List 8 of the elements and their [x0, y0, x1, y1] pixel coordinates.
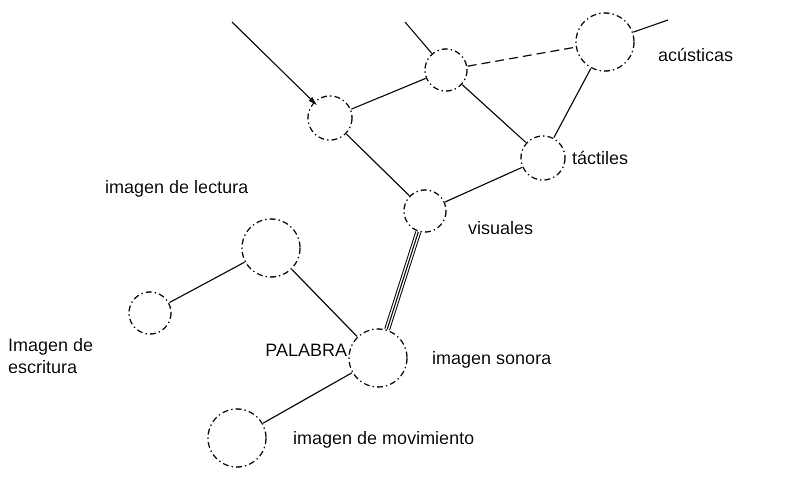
circle-label: táctiles [572, 147, 628, 169]
circle-label: Imagen de escritura [8, 334, 94, 378]
circle-label: acústicas [658, 44, 734, 66]
circle-label: imagen sonora [432, 347, 552, 369]
circle-label: PALABRA [264, 339, 347, 361]
circle-label: visuales [468, 217, 534, 239]
circle-label: imagen de lectura [105, 176, 248, 198]
circle-label: imagen de movimiento [293, 427, 474, 449]
